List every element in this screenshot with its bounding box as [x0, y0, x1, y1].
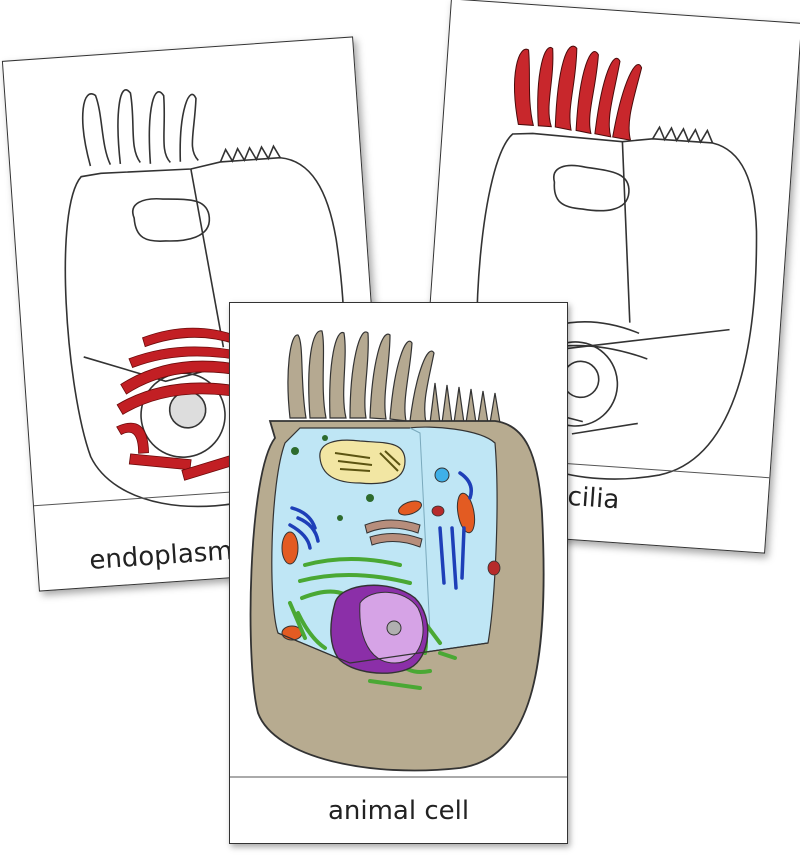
cell-outline-illustration: [420, 45, 770, 480]
cytoplasm: [271, 426, 498, 664]
card-label-title: animal cell: [327, 796, 470, 826]
animal-cell-illustration: [230, 330, 567, 778]
card-cilia: cilia: [413, 0, 800, 554]
card-animal-cell: animal cell: [229, 302, 568, 844]
